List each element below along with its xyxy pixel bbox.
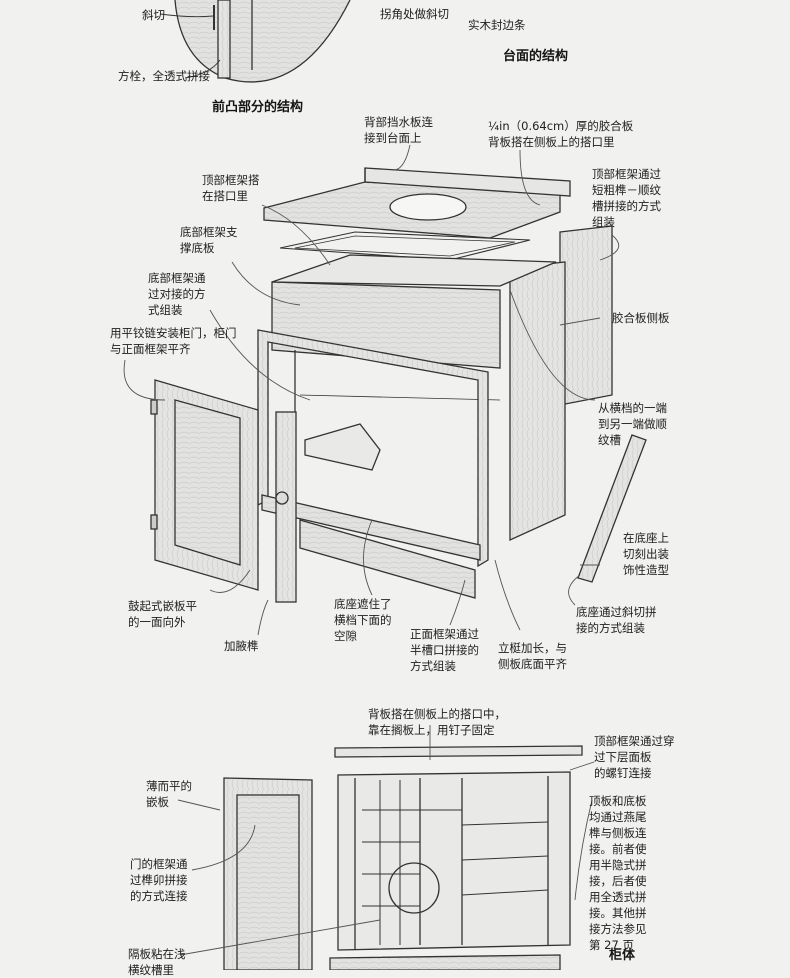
- label-top-frame-stub-tenon: 顶部框架通过 短粗榫－顺纹 槽拼接的方式 组装: [592, 167, 661, 229]
- label-groove: 从横档的一端 到另一端做顺 纹槽: [598, 401, 667, 447]
- label-bevel-cut: 斜切: [142, 8, 165, 22]
- leader-lines: [123, 144, 620, 956]
- label-top-frame-rabbet: 顶部框架搭 在搭口里: [202, 173, 260, 203]
- vanity-exploded-view: [150, 167, 647, 603]
- label-haunched-tenon: 加腋榫: [224, 639, 259, 653]
- label-dovetail-note: 顶板和底板 均通过燕尾 榫与侧板连 接。前者使 用半隐式拼 接，后者使 用全透式…: [589, 794, 647, 952]
- title-countertop: 台面的结构: [503, 49, 569, 64]
- label-back-rabbet-nail: 背板搭在侧板上的搭口中， 靠在搁板上，用钉子固定: [368, 707, 506, 737]
- label-plywood-side: 胶合板侧板: [612, 311, 670, 325]
- label-plywood-back: ¼in（0.64cm）厚的胶合板 背板搭在侧板上的搭口里: [488, 119, 634, 149]
- label-divider-groove: 隔板粘在浅 横纹槽里: [128, 947, 186, 977]
- label-thin-flat-panel: 薄而平的 嵌板: [146, 779, 192, 809]
- label-base-miter: 底座通过斜切拼 接的方式组装: [576, 605, 657, 635]
- carcase-view: [223, 745, 583, 970]
- label-solid-edge-strip: 实木封边条: [468, 18, 526, 32]
- countertop-detail: [159, 0, 351, 83]
- label-bottom-frame: 底部框架支 撑底板: [180, 225, 238, 255]
- label-raised-panel: 鼓起式嵌板平 的一面向外: [128, 599, 197, 629]
- title-front-frame: 前凸部分的结构: [212, 100, 304, 115]
- label-hinge-door: 用平铰链安装柜门，柜门 与正面框架平齐: [110, 326, 237, 356]
- label-backsplash: 背部挡水板连 接到台面上: [364, 115, 433, 145]
- label-door-mortise: 门的框架通 过榫卯拼接 的方式连接: [130, 857, 188, 903]
- label-corner-bevel: 拐角处做斜切: [380, 7, 449, 21]
- label-top-screw: 顶部框架通过穿 过下层面板 的螺钉连接: [594, 734, 675, 780]
- label-face-frame-half-lap: 正面框架通过 半槽口拼接的 方式组装: [410, 627, 479, 673]
- label-mortise-through-tenon: 方栓，全透式拼接: [118, 69, 210, 83]
- label-molding: 在底座上 切刻出装 饰性造型: [623, 531, 669, 577]
- label-bottom-frame-butt: 底部框架通 过对接的方 式组装: [148, 271, 206, 317]
- title-carcase: 柜体: [609, 948, 636, 963]
- label-base-cover: 底座遮住了 横档下面的 空隙: [334, 597, 392, 643]
- label-stile-extended: 立梃加长，与 侧板底面平齐: [498, 641, 567, 671]
